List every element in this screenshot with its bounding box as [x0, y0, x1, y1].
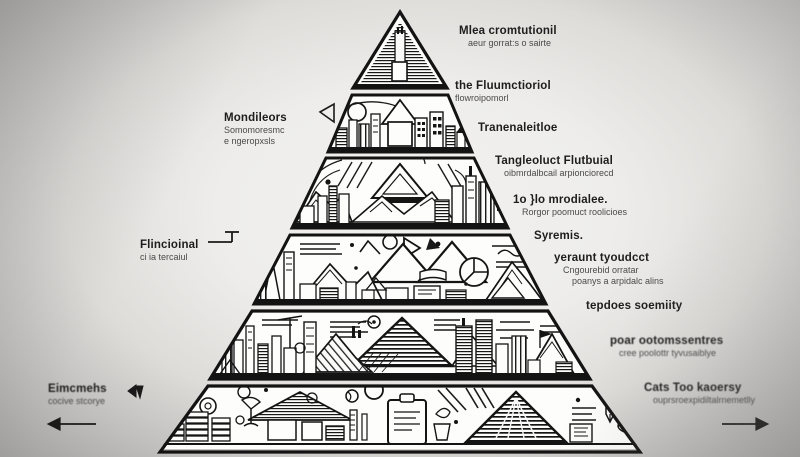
label-right-9-sub: cree poolottr tyvusaiblye	[619, 348, 717, 358]
label-left-1-sub2: e ngeropxsls	[224, 136, 276, 146]
label-right-2: the Fluumctioriol flowroipomorl	[455, 80, 551, 104]
label-right-6-title: Syremis.	[534, 230, 584, 242]
label-right-2-title: the Fluumctioriol	[455, 80, 551, 92]
label-right-1-title: Mlea cromtutionil	[459, 25, 557, 37]
label-right-7: yeraunt tyoudcct Cngourebid orratar poan…	[554, 252, 664, 287]
label-right-7-sub1: Cngourebid orratar	[563, 265, 639, 275]
label-right-9-title: poar ootomssentres	[610, 335, 724, 347]
label-left-1-title: Mondileors	[224, 112, 287, 124]
label-right-4-title: Tangleoluct Flutbuial	[495, 155, 613, 167]
label-right-7-sub2: poanys a arpidalc alins	[572, 276, 664, 286]
label-left-3-sub: cocive stcorye	[48, 396, 106, 406]
arrow-right-bottom-icon	[755, 417, 770, 431]
label-left-3: Eimcmehs cocive stcorye	[48, 383, 107, 407]
label-left-2-sub: ci ia tercaiul	[140, 252, 188, 262]
label-left-2-title: Flincioinal	[140, 239, 199, 251]
label-right-5-sub: Rorgor poomuct roolicioes	[522, 207, 628, 217]
label-left-2: Flincioinal ci ia tercaiul	[140, 239, 199, 263]
label-right-6: Syremis.	[534, 230, 583, 243]
arrow-left-tier2-icon	[318, 102, 335, 124]
marker-base-left-icon	[127, 384, 137, 398]
label-right-3: Tranenaleitloe	[478, 122, 557, 135]
label-right-1-sub: aeur gorrat:s o sairte	[468, 38, 552, 48]
label-left-3-title: Eimcmehs	[48, 383, 107, 395]
label-right-3-title: Tranenaleitloe	[478, 122, 558, 134]
label-right-10-title: Cats Too kaoersy	[644, 382, 742, 394]
label-right-9: poar ootomssentres cree poolottr tyvusai…	[610, 335, 723, 359]
arrow-left-bottom-icon	[46, 417, 61, 431]
label-right-5-title: 1o }lo mrodialee.	[513, 194, 608, 206]
label-right-4-sub: oibmrdalbcail arpionciorecd	[504, 168, 614, 178]
label-right-10-sub: ouprsroexpidiltalrnemetlly	[653, 395, 756, 405]
label-left-1: Mondileors Somomoresmc e ngeropxsls	[224, 112, 287, 147]
label-right-1: Mlea cromtutionil aeur gorrat:s o sairte	[459, 25, 557, 49]
label-right-7-title: yeraunt tyoudcct	[554, 252, 650, 264]
label-right-5: 1o }lo mrodialee. Rorgor poomuct roolici…	[513, 194, 627, 218]
label-right-2-sub: flowroipomorl	[455, 93, 509, 103]
label-right-8: tepdoes soemiity	[586, 300, 682, 313]
connector-lines	[46, 102, 770, 431]
label-right-10: Cats Too kaoersy ouprsroexpidiltalrnemet…	[644, 382, 755, 406]
label-right-4: Tangleoluct Flutbuial oibmrdalbcail arpi…	[495, 155, 614, 179]
label-right-8-title: tepdoes soemiity	[586, 300, 683, 312]
label-left-1-sub1: Somomoresmc	[224, 125, 285, 135]
